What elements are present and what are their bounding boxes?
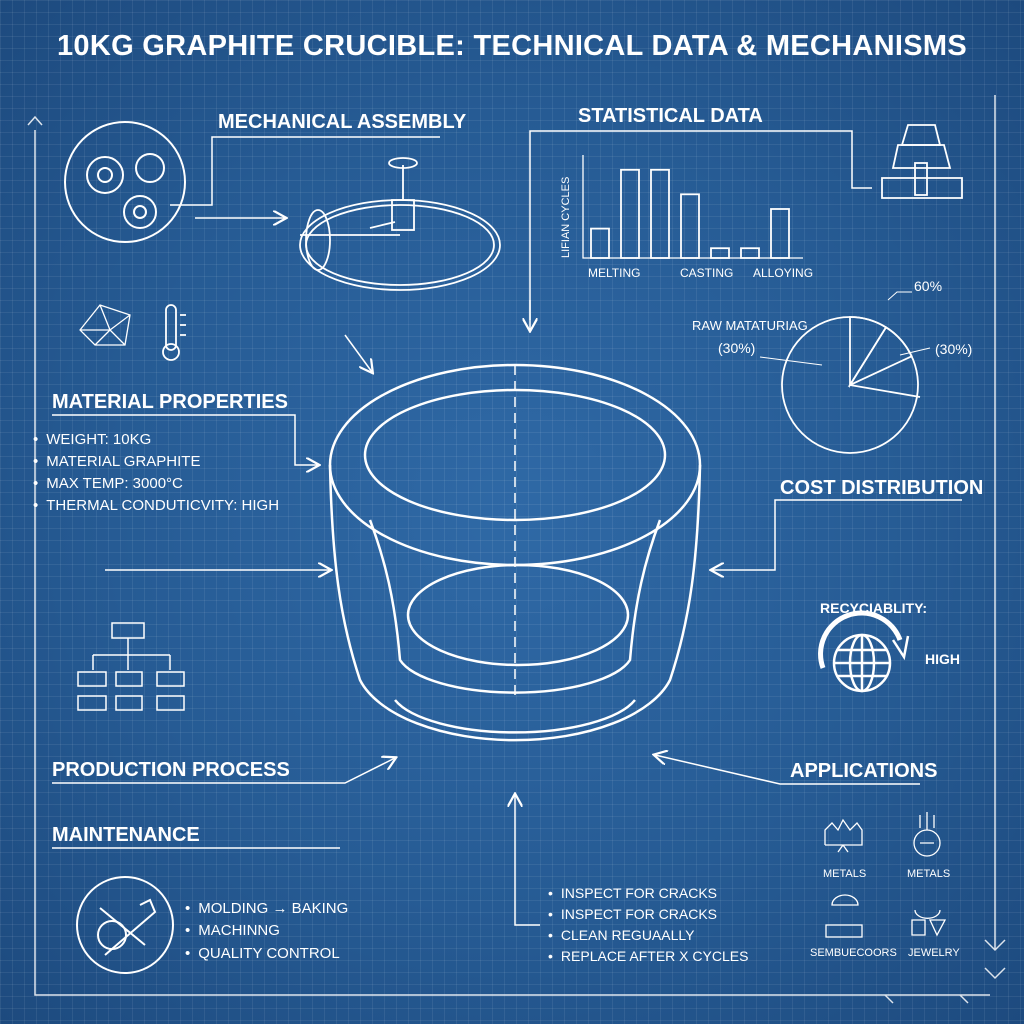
recyclability-label: RECYCIABLITY: <box>820 600 928 616</box>
application-label: JEWELRY <box>908 947 960 959</box>
bar-chart-axes <box>582 155 803 259</box>
bar <box>710 247 730 259</box>
application-icons <box>824 812 947 938</box>
bar-tick-melting: MELTING <box>588 266 641 280</box>
bar-chart <box>582 155 803 259</box>
thermometer-icon <box>162 304 186 361</box>
bar-tick-alloying: ALLOYING <box>753 266 814 280</box>
maintenance-item: REPLACE AFTER X CYCLES <box>548 948 749 964</box>
production-step: MACHINNG <box>185 922 280 939</box>
mechanical-assembly-heading: MECHANICAL ASSEMBLY <box>218 111 467 133</box>
production-leader <box>52 758 395 784</box>
gears-icon <box>64 121 186 243</box>
mechanical-assembly-drawing <box>299 157 501 291</box>
pie-chart <box>759 291 931 454</box>
pie-label-60: 60% <box>914 278 943 294</box>
stat-leader <box>529 130 872 320</box>
maintenance-item: CLEAN REGUAALLY <box>548 927 695 943</box>
bar <box>740 247 760 259</box>
cost-leader <box>712 499 962 570</box>
applications-heading: APPLICATIONS <box>790 760 938 782</box>
maintenance-leader <box>515 795 540 926</box>
production-process-heading: PRODUCTION PROCESS <box>52 759 290 781</box>
bar <box>650 168 670 259</box>
pie-label-30-right: (30%) <box>935 341 973 357</box>
material-leader <box>52 414 318 465</box>
production-step: QUALITY CONTROL <box>185 945 339 962</box>
crucible-drawing <box>328 363 702 742</box>
page-title: 10KG GRAPHITE CRUCIBLE: TECHNICAL DATA &… <box>56 30 968 62</box>
wrench-gear-icon <box>76 876 174 974</box>
maintenance-item: INSPECT FOR CRACKS <box>548 885 717 901</box>
application-label: METALS <box>823 868 867 880</box>
frame <box>27 95 1006 1004</box>
bar <box>590 227 610 259</box>
property-item: THERMAL CONDUTICVITY: HIGH <box>33 497 279 514</box>
maintenance-item: INSPECT FOR CRACKS <box>548 906 717 922</box>
statistical-data-heading: STATISTICAL DATA <box>578 105 763 127</box>
pie-label-30-left: (30%) <box>718 340 756 356</box>
pie-leader-lines <box>759 291 931 366</box>
application-label: METALS <box>907 868 951 880</box>
bar-chart-ylabel: LIFIAN CYCLES <box>560 176 572 258</box>
property-item: MAX TEMP: 3000°C <box>33 475 183 492</box>
pie-slice <box>847 326 913 388</box>
pie-label-raw: RAW MATATURIAG <box>692 318 808 333</box>
cost-distribution-heading: COST DISTRIBUTION <box>780 477 984 499</box>
bar-tick-casting: CASTING <box>680 266 734 280</box>
pie-slice-edge <box>849 384 921 398</box>
application-label: SEMBUECOORS <box>810 947 897 959</box>
recyclability-value: HIGH <box>925 651 960 667</box>
recycle-globe-icon <box>818 610 910 693</box>
molecule-icon <box>79 304 131 346</box>
maintenance-heading: MAINTENANCE <box>52 824 200 846</box>
org-chart-icon <box>77 622 185 711</box>
property-item: MATERIAL GRAPHITE <box>33 453 200 470</box>
bar <box>620 168 640 259</box>
mechanical-leader <box>170 136 440 206</box>
production-step: MOLDING → BAKING <box>185 900 348 917</box>
press-icon <box>881 124 963 199</box>
bar <box>770 208 790 259</box>
bar <box>680 193 700 259</box>
material-properties-heading: MATERIAL PROPERTIES <box>52 391 288 413</box>
property-item: WEIGHT: 10KG <box>33 431 151 448</box>
